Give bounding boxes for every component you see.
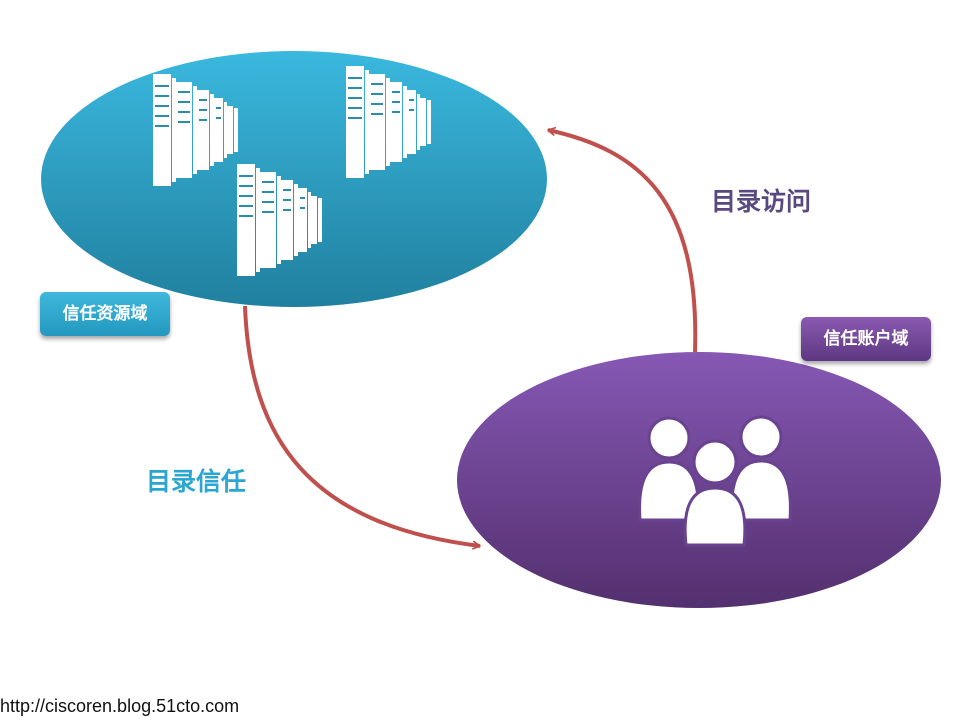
directory-access-arrow [548, 130, 698, 353]
account-domain-label: 信任账户域 [801, 317, 931, 361]
users-group-icon [638, 415, 792, 547]
account-domain-ellipse [457, 352, 941, 608]
resource-domain-ellipse [41, 51, 547, 307]
directory-trust-label: 目录信任 [146, 467, 247, 496]
directory-access-label: 目录访问 [711, 187, 812, 216]
resource-domain-label: 信任资源域 [40, 292, 170, 336]
directory-trust-arrow [243, 305, 480, 546]
footer-url: http://ciscoren.blog.51cto.com [0, 696, 240, 716]
